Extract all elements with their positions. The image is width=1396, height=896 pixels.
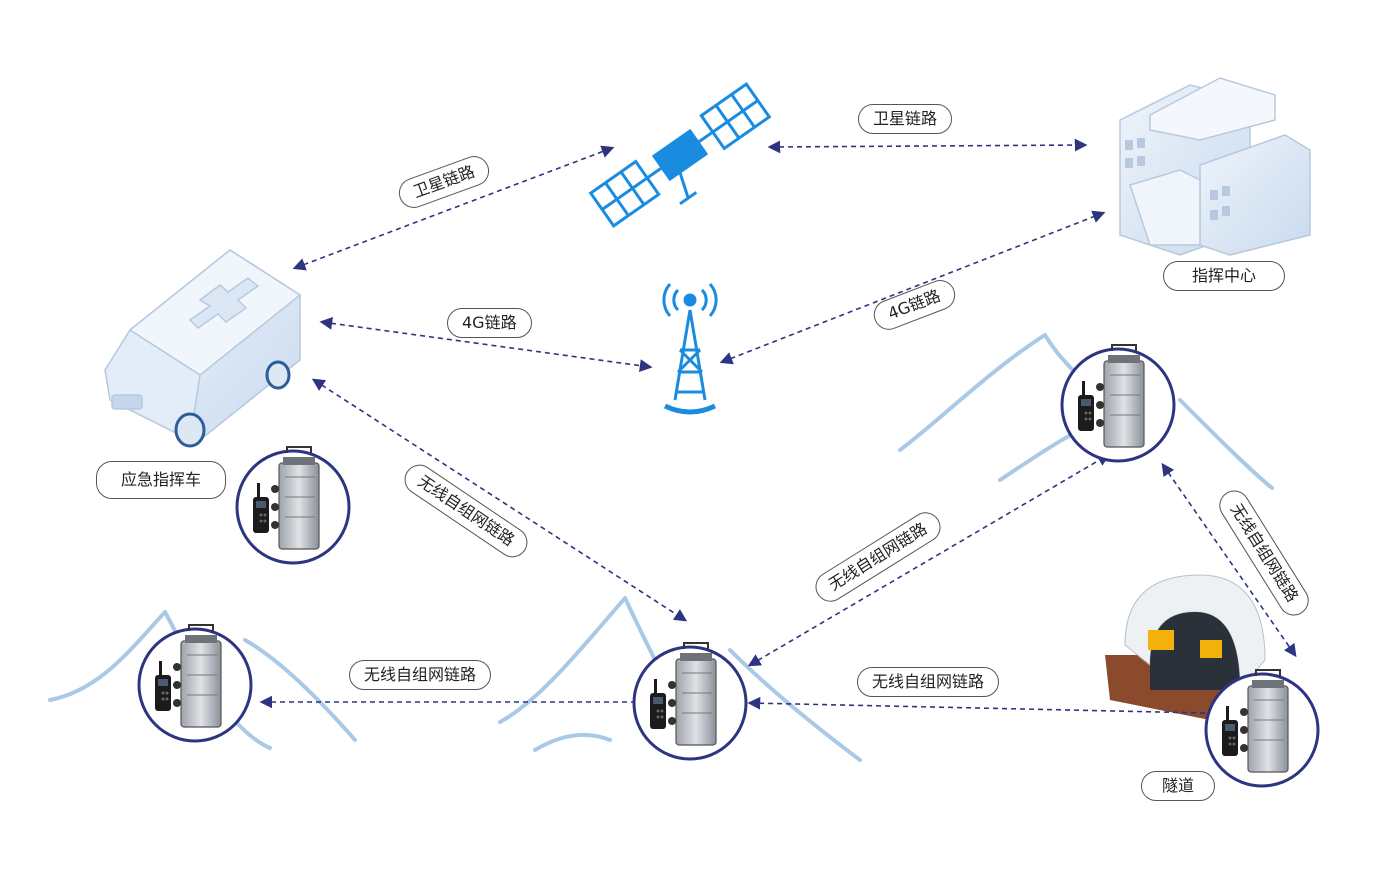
link-right-node-tunnel bbox=[1161, 462, 1297, 658]
radio-node-mid bbox=[632, 641, 748, 761]
cell-tower-icon bbox=[662, 283, 718, 415]
label-4g-link-left: 4G链路 bbox=[447, 308, 532, 338]
radio-node-right-top bbox=[1060, 343, 1176, 463]
link-vehicle-tower bbox=[319, 317, 653, 372]
label-sat-link-right: 卫星链路 bbox=[858, 104, 953, 134]
link-tunnel-mid-node bbox=[747, 696, 1206, 714]
building-icon bbox=[1119, 77, 1311, 256]
label-command-center: 指挥中心 bbox=[1163, 261, 1286, 291]
radio-node-left bbox=[137, 623, 253, 743]
link-mid-right-node bbox=[747, 453, 1111, 667]
satellite-icon bbox=[588, 82, 772, 228]
label-mesh-link-bottom-left: 无线自组网链路 bbox=[349, 660, 492, 690]
links bbox=[259, 138, 1297, 714]
label-emergency-vehicle: 应急指挥车 bbox=[96, 461, 227, 499]
label-mesh-link-bottom-right: 无线自组网链路 bbox=[857, 667, 1000, 697]
ambulance-icon bbox=[104, 249, 302, 448]
link-vehicle-satellite bbox=[292, 145, 615, 271]
radio-node-vehicle bbox=[235, 445, 351, 565]
link-vehicle-mid-node bbox=[311, 378, 688, 622]
label-tunnel: 隧道 bbox=[1141, 771, 1216, 801]
link-satellite-center bbox=[767, 138, 1088, 154]
